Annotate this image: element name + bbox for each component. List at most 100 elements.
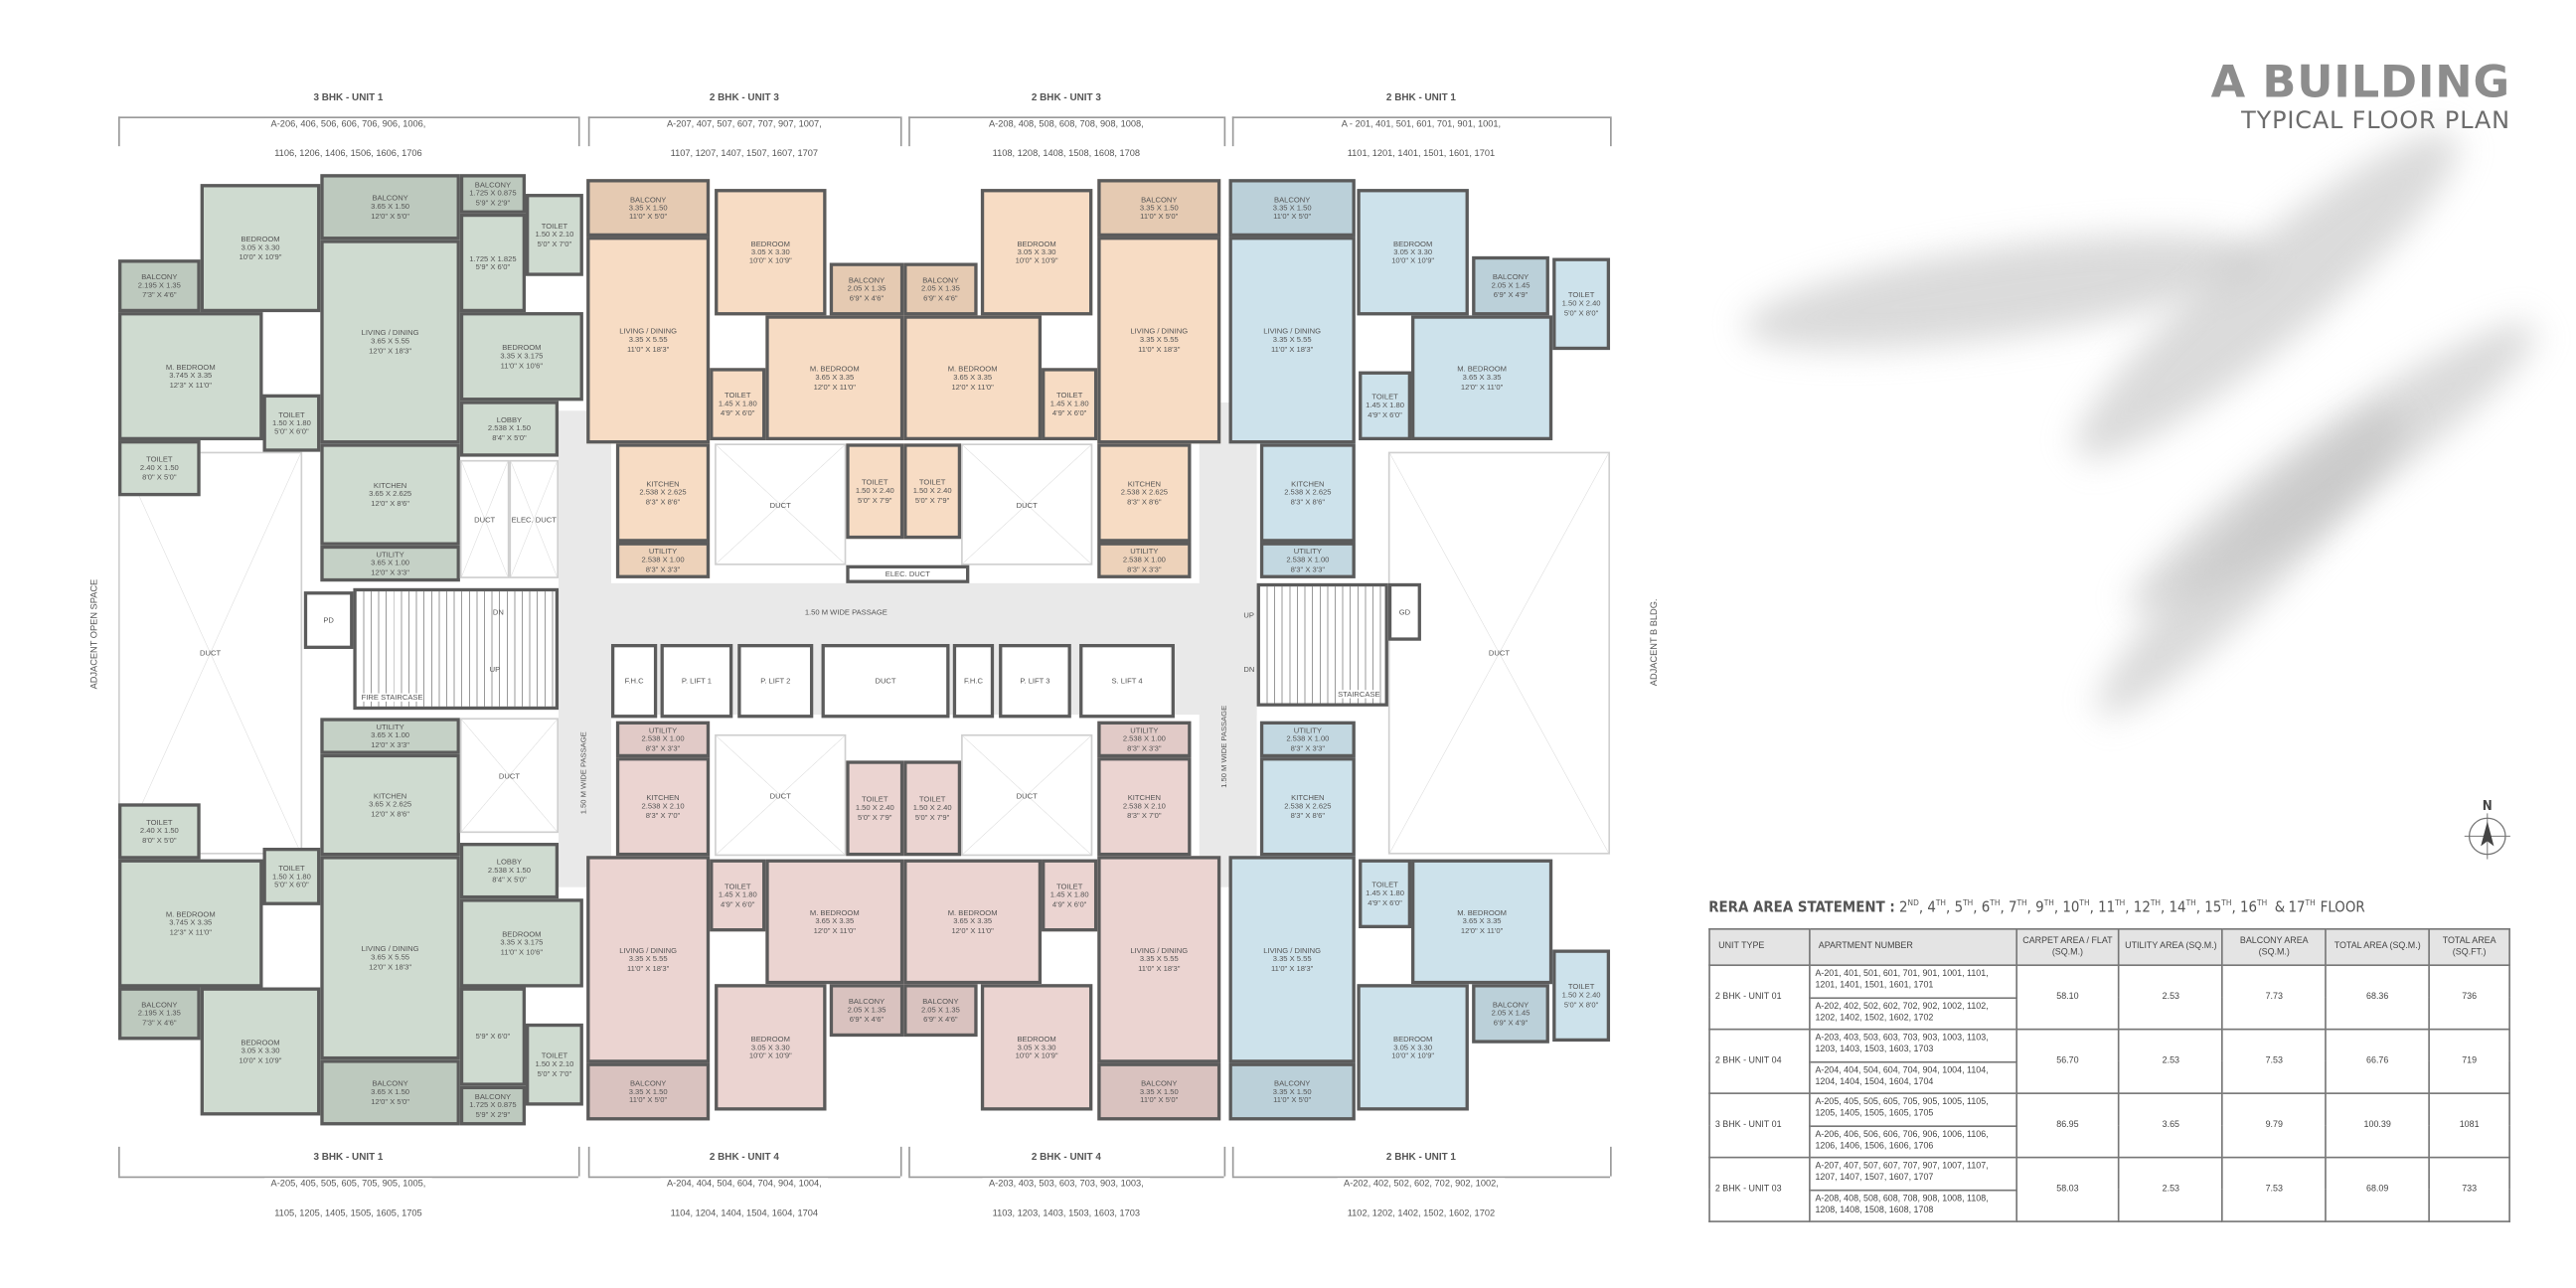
room-imperial: 8'4" X 5'0" [492,875,527,884]
room-name: BALCONY [1141,195,1178,204]
room-metric: 1.50 X 2.40 [912,804,952,813]
apartment-number-cell: A-205, 405, 505, 605, 705, 905, 1005, 11… [1808,1092,2017,1127]
unit-type-title: 2 BHK - UNIT 4 [709,1153,779,1164]
room-imperial: 12'0" X 11'0" [813,382,856,391]
floor-suffix: TH [2185,898,2196,909]
room-name: BEDROOM [241,1039,280,1047]
room-imperial: 8'4" X 5'0" [492,432,527,442]
floor-number: 14 [2169,899,2186,917]
room-imperial: 6'9" X 4'6" [923,1014,958,1024]
room-name: BALCONY [474,181,512,190]
room-imperial: 10'0" X 10'9" [1391,256,1435,265]
area-cell-total-sqft: 733 [2428,1156,2510,1222]
room-name: M. BEDROOM [809,365,860,374]
room-metric: 3.35 X 1.50 [628,203,668,213]
stair-direction-label: UP [489,665,501,674]
room-metric: 1.725 X 0.875 [469,189,517,199]
room-imperial: 11'0" X 10'6" [500,947,544,956]
room-imperial: 8'3" X 8'6" [645,497,681,506]
room-name: BALCONY [372,1079,408,1088]
area-cell-balcony: 7.53 [2221,1156,2328,1222]
header-bracket-line [908,1176,1224,1179]
room-metric: 1.45 X 1.80 [718,890,757,899]
duct-label: DUCT [1488,648,1510,658]
room-imperial: 6'9" X 4'6" [849,293,885,302]
room-imperial: 12'0" X 5'0" [371,211,409,220]
room-name: TOILET [862,795,888,804]
room-imperial: 8'3" X 3'3" [1290,743,1326,752]
room-imperial: 5'9" X 6'0" [475,262,511,271]
room-name: BALCONY [922,997,959,1007]
apartment-numbers-line: 1101, 1201, 1401, 1501, 1601, 1701 [1341,147,1502,162]
duct-left: DUCT [118,451,303,855]
area-cell-utility: 2.53 [2118,964,2224,1031]
room-name: BALCONY [141,1001,178,1010]
room-imperial: 8'3" X 7'0" [645,810,681,820]
room-name: M. BEDROOM [809,908,860,917]
area-cell-utility: 3.65 [2118,1092,2224,1159]
room-area: 5'9" X 6'0" [459,987,526,1086]
floor-suffix: TH [1935,898,1947,909]
header-bracket-tick [587,116,590,147]
unit-type-title: 2 BHK - UNIT 3 [709,93,779,104]
room-metric: 3.35 X 1.50 [628,1087,668,1096]
passage-area [559,410,611,887]
room-name: KITCHEN [1291,793,1325,803]
apartment-numbers-line: A-205, 405, 505, 605, 705, 905, 1005, [263,1178,432,1192]
room-imperial: 10'0" X 10'9" [1015,1051,1058,1060]
room-imperial: 5'9" X 2'9" [475,1109,511,1119]
core-label: STAIRCASE [1338,689,1380,699]
floor-number: 4 [1927,899,1936,917]
room-imperial: 12'0" X 18'3" [369,346,412,355]
room-metric: 2.195 X 1.35 [137,281,181,290]
room-metric: 2.538 X 2.10 [641,802,685,811]
header-bracket-tick [587,1146,590,1177]
core-label: PD [323,615,334,625]
room-imperial: 4'9" X 6'0" [720,899,755,908]
room-metric: 1.50 X 2.10 [535,231,574,240]
room-metric: 3.05 X 3.30 [750,1043,790,1051]
room-duct: DUCT [961,733,1093,857]
fhc-cabinet: F.H.C [952,644,995,719]
passage-area [1199,402,1257,887]
room-imperial: 12'0" X 3'3" [371,567,409,576]
area-cell-utility: 2.53 [2118,1028,2224,1094]
room-metric: 3.65 X 1.50 [371,202,410,212]
room-name: ELEC. DUCT [511,515,557,524]
room-name: UTILITY [1293,725,1322,735]
room-imperial: 4'9" X 6'0" [1368,897,1402,906]
floor-suffix: TH [1963,898,1974,909]
room-metric: 3.05 X 3.30 [1017,1043,1056,1051]
room-imperial: 8'3" X 3'3" [645,743,681,752]
room-duct: DUCT [459,459,510,578]
room-imperial: 11'0" X 5'0" [629,212,668,221]
room-metric: 1.50 X 1.80 [272,872,311,881]
header-bracket-line [118,116,578,119]
room-name: LIVING / DINING [1130,327,1189,336]
floor-suffix: TH [2079,898,2090,909]
room-metric: 1.50 X 2.40 [912,486,952,496]
room-duct: DUCT [715,443,847,565]
room-imperial: 5'9" X 2'9" [475,198,511,207]
room-name: LIVING / DINING [361,328,419,338]
